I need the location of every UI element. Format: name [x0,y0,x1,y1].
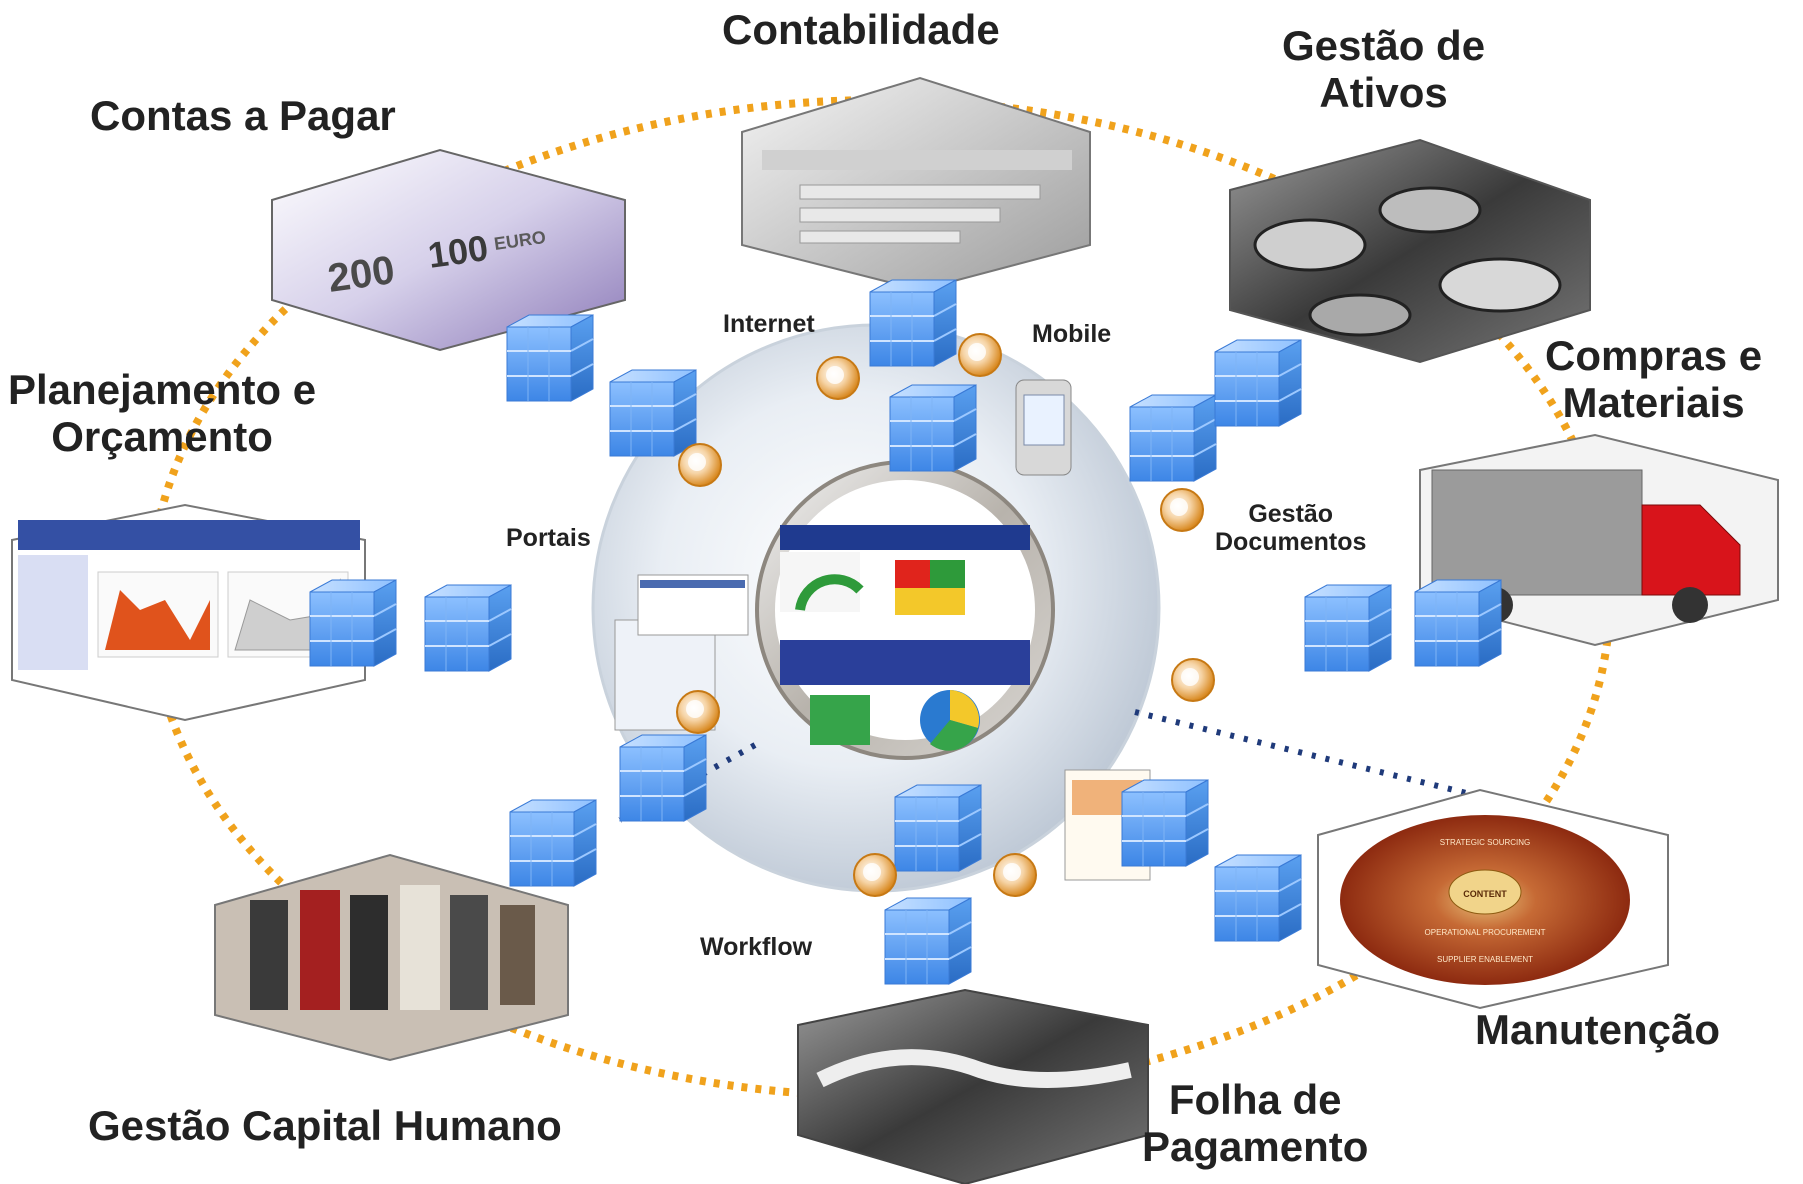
label-internet: Internet [723,310,815,338]
capital-humano-image [214,853,569,1062]
euro-note-100: 100 [425,227,490,276]
label-gestao-ativos-line2: Ativos [1319,69,1448,117]
label-documentos-line1: Gestão [1248,500,1334,528]
label-documentos: Gestão Documentos [1215,500,1366,557]
contabilidade-image [741,76,1091,292]
label-manutencao: Manutenção [1475,1006,1721,1053]
label-gestao-ativos: Gestão de Ativos [1282,22,1485,117]
gestao-ativos-image [1229,138,1591,364]
label-portais: Portais [506,524,591,552]
planejamento-image [11,503,366,722]
contas-pagar-image: 200 100 EURO [271,148,626,352]
mobile-device [1015,379,1072,476]
label-planejamento-line1: Planejamento e [8,366,317,413]
label-compras-line1: Compras e [1545,332,1763,379]
manutencao-image: CONTENT STRATEGIC SOURCING OPERATIONAL P… [1317,788,1669,1010]
euro-note-200: 200 [325,248,397,301]
disc-ring2: OPERATIONAL PROCUREMENT [1425,928,1546,937]
disc-ring3: SUPPLIER ENABLEMENT [1437,955,1533,964]
label-capital-humano: Gestão Capital Humano [88,1102,562,1149]
label-folha-line1: Folha de [1168,1076,1342,1123]
label-gestao-ativos-line1: Gestão de [1282,22,1486,69]
label-planejamento: Planejamento e Orçamento [8,366,316,461]
label-contabilidade: Contabilidade [722,6,1000,53]
folha-image [797,988,1149,1184]
label-documentos-line2: Documentos [1215,528,1367,557]
portais-screens [614,574,749,731]
label-contas-pagar: Contas a Pagar [90,92,396,139]
center-lens [755,460,1055,760]
label-folha: Folha de Pagamento [1142,1076,1368,1171]
label-compras-line2: Materiais [1562,379,1745,427]
label-planejamento-line2: Orçamento [51,413,273,461]
disc-ring1: STRATEGIC SOURCING [1440,838,1531,847]
label-workflow: Workflow [700,933,813,961]
compras-image [1419,433,1779,647]
disc-inner: CONTENT [1463,889,1507,899]
label-folha-line2: Pagamento [1142,1123,1369,1171]
label-mobile: Mobile [1032,320,1112,348]
label-compras: Compras e Materiais [1545,332,1762,427]
